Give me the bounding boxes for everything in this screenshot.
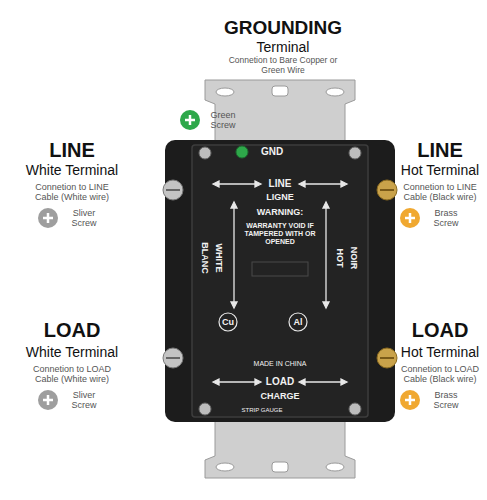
green-screw-icon: [180, 110, 200, 130]
side-label: LIGNE: [266, 192, 294, 202]
heading: LINE: [49, 139, 95, 162]
brass-screw-icon: [400, 208, 420, 228]
material-mark: Cu: [222, 317, 234, 327]
warning-title: WARNING:: [257, 207, 304, 217]
outlet-body: [165, 140, 395, 422]
brass-screw-icon: [400, 390, 420, 410]
screw-label: Brass Screw: [428, 390, 464, 411]
connection-note: Connetion to Bare Copper or Green Wire: [224, 56, 342, 76]
subheading: Hot Terminal: [401, 162, 479, 178]
connection-note: Connetion to LOAD Cable (White wire): [29, 364, 115, 385]
side-label: LOAD: [266, 376, 294, 388]
origin-mark: MADE IN CHINA: [254, 360, 307, 368]
terminal-mark: GND: [261, 146, 283, 158]
screw-label: Sliver Screw: [66, 208, 102, 229]
back-panel: [192, 145, 368, 417]
connection-note: Connetion to LINE Cable (Black wire): [398, 182, 482, 203]
subheading: White Terminal: [26, 344, 118, 360]
strap-hole: [272, 462, 288, 472]
screw-slot: [380, 357, 394, 359]
strip-gauge: STRIP GAUGE: [242, 407, 283, 414]
connection-note: Connetion to LINE Cable (White wire): [29, 182, 115, 203]
material-circle: [219, 313, 237, 331]
ground-screw: [236, 146, 248, 158]
screw-label: Brass Screw: [428, 208, 464, 229]
screw-slot: [166, 357, 180, 359]
corner-screw: [199, 403, 211, 415]
screw-label: Green Screw: [204, 110, 242, 131]
strap-slot: [326, 88, 344, 96]
heading: LOAD: [44, 319, 101, 342]
mounting-strap: [205, 414, 355, 478]
connection-note: Connetion to LOAD Cable (Black wire): [398, 364, 482, 385]
corner-screw: [349, 403, 361, 415]
silver-screw: [163, 348, 183, 368]
outlet-back: GND LINE LIGNE WARNING: WARRANTY VOID IF TAM…: [165, 140, 395, 422]
side-label: HOT: [335, 249, 345, 268]
screw-label: Sliver Screw: [66, 390, 102, 411]
side-label: NOIR: [349, 247, 359, 270]
mounting-strap: [205, 80, 355, 146]
strap-slot: [216, 463, 234, 471]
side-label: BLANC: [200, 242, 210, 274]
corner-screw: [349, 147, 361, 159]
strap-slot: [216, 88, 234, 96]
subheading: Hot Terminal: [401, 344, 479, 360]
brass-screw: [377, 348, 397, 368]
subheading: Terminal: [257, 39, 310, 55]
side-label: LINE: [269, 178, 292, 190]
subheading: White Terminal: [26, 162, 118, 178]
corner-screw: [199, 147, 211, 159]
silver-screw: [163, 180, 183, 200]
strap-slot: [326, 463, 344, 471]
silver-screw-icon: [38, 390, 58, 410]
brass-screw: [377, 180, 397, 200]
screw-slot: [380, 189, 394, 191]
material-mark: Al: [294, 317, 303, 327]
strap-hole: [272, 86, 288, 96]
screw-slot: [166, 189, 180, 191]
silver-screw-icon: [38, 208, 58, 228]
warning-text: WARRANTY VOID IF TAMPERED WITH OR OPENED: [240, 222, 320, 246]
heading: LINE: [417, 139, 463, 162]
material-circle: [289, 313, 307, 331]
test-window: [252, 262, 308, 276]
direction-arrows: [213, 181, 347, 385]
heading: LOAD: [412, 319, 469, 342]
side-label: WHITE: [214, 244, 224, 273]
heading: GROUNDING: [224, 17, 342, 39]
side-label: CHARGE: [260, 391, 299, 401]
